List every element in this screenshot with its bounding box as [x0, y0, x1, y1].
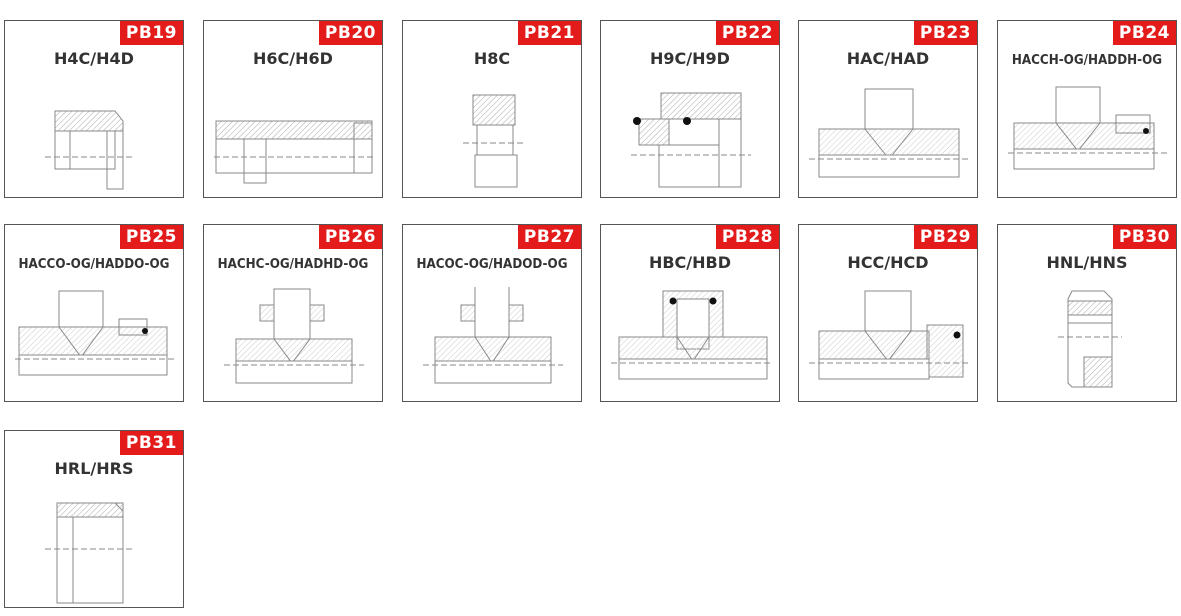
product-name: HACCO-OG/HADDO-OG — [18, 257, 170, 272]
catalog-item-pb31[interactable]: PB31 HRL/HRS — [4, 430, 184, 608]
product-name: HBC/HBD — [648, 253, 732, 272]
plug-nut-icon — [463, 94, 525, 188]
tee-fitting-swivel-run-icon — [15, 290, 175, 376]
catalog-item-pb29[interactable]: PB29 HCC/HCD — [798, 224, 978, 402]
tee-fitting-icon — [809, 88, 969, 178]
long-adapter-icon — [214, 120, 374, 184]
swivel-oring-adapter-icon — [631, 92, 751, 188]
catalog-item-pb21[interactable]: PB21 H8C — [402, 20, 582, 198]
nut-icon — [1058, 290, 1122, 388]
product-code-badge: PB19 — [119, 21, 183, 45]
tee-fitting-swivel-branch-icon — [423, 287, 563, 384]
sleeve-icon — [45, 502, 135, 604]
catalog-item-pb24[interactable]: PB24 HACCH-OG/HADDH-OG — [997, 20, 1177, 198]
product-name: HCC/HCD — [847, 253, 929, 272]
product-name: H6C/H6D — [253, 49, 333, 68]
product-name: HACHC-OG/HADHD-OG — [217, 257, 369, 272]
product-name: HNL/HNS — [1046, 253, 1128, 272]
tee-fitting-oring-run-icon — [809, 290, 969, 380]
product-name: H8C — [473, 49, 511, 68]
product-code-badge: PB23 — [913, 21, 977, 45]
catalog-item-pb27[interactable]: PB27 HACOC-OG/HADOD-OG — [402, 224, 582, 402]
product-name: HACCH-OG/HADDH-OG — [1011, 53, 1163, 68]
adapter-male-female-icon — [45, 110, 135, 190]
catalog-item-pb28[interactable]: PB28 HBC/HBD — [600, 224, 780, 402]
catalog-item-pb30[interactable]: PB30 HNL/HNS — [997, 224, 1177, 402]
product-name: H4C/H4D — [54, 49, 134, 68]
product-code-badge: PB20 — [318, 21, 382, 45]
tee-fitting-swivel-run-icon — [1008, 86, 1168, 170]
product-name: HACOC-OG/HADOD-OG — [416, 257, 568, 272]
tee-fitting-oring-branch-icon — [611, 290, 771, 380]
product-name: HAC/HAD — [846, 49, 930, 68]
catalog-item-pb22[interactable]: PB22 H9C/H9D — [600, 20, 780, 198]
product-code-badge: PB22 — [715, 21, 779, 45]
product-code-badge: PB25 — [119, 225, 183, 249]
product-name: H9C/H9D — [650, 49, 730, 68]
product-code-badge: PB27 — [517, 225, 581, 249]
product-code-badge: PB26 — [318, 225, 382, 249]
product-code-badge: PB31 — [119, 431, 183, 455]
catalog-item-pb23[interactable]: PB23 HAC/HAD — [798, 20, 978, 198]
catalog-item-pb20[interactable]: PB20 H6C/H6D — [203, 20, 383, 198]
product-code-badge: PB29 — [913, 225, 977, 249]
product-code-badge: PB30 — [1112, 225, 1176, 249]
product-code-badge: PB24 — [1112, 21, 1176, 45]
tee-fitting-swivel-branch-icon — [224, 288, 364, 384]
catalog-item-pb25[interactable]: PB25 HACCO-OG/HADDO-OG — [4, 224, 184, 402]
product-name: HRL/HRS — [54, 459, 134, 478]
product-code-badge: PB21 — [517, 21, 581, 45]
catalog-item-pb19[interactable]: PB19 H4C/H4D — [4, 20, 184, 198]
product-code-badge: PB28 — [715, 225, 779, 249]
catalog-item-pb26[interactable]: PB26 HACHC-OG/HADHD-OG — [203, 224, 383, 402]
